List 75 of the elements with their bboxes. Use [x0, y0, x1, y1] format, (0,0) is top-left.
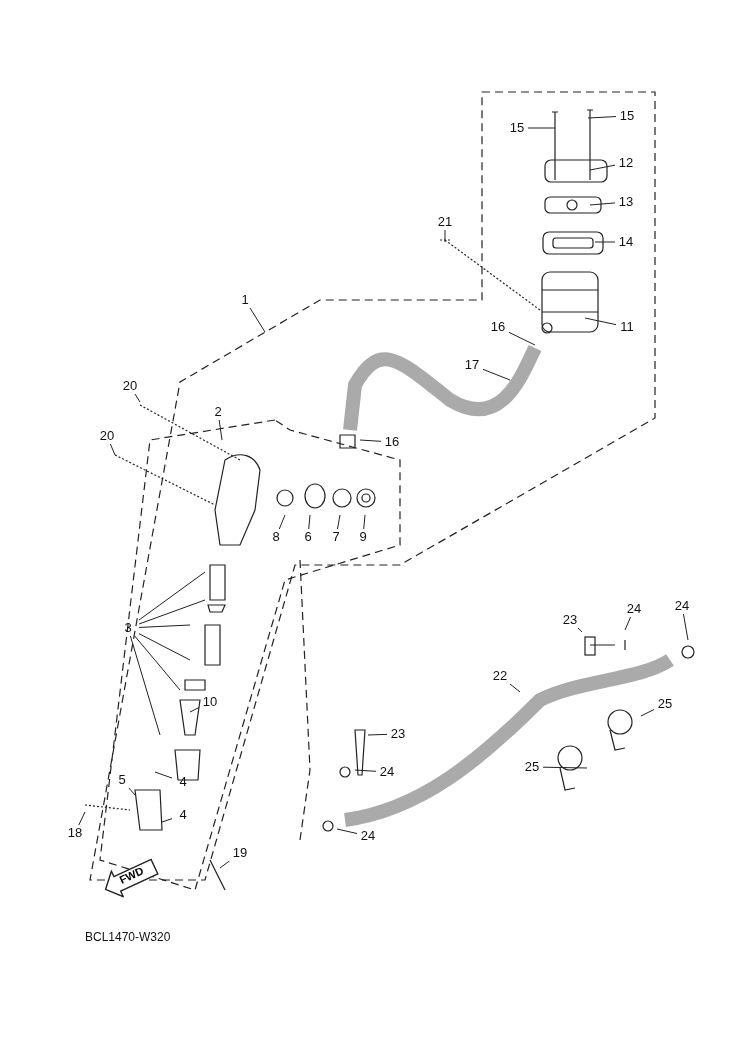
leader-line [509, 683, 521, 693]
leader-line [354, 769, 377, 772]
callout-number: 22 [489, 668, 511, 684]
leader-line [249, 307, 266, 333]
leader-line [336, 828, 358, 834]
leader-line [589, 164, 616, 171]
leader-line [577, 627, 583, 633]
callout-number: 8 [265, 529, 287, 545]
leader-line [138, 624, 191, 628]
leader-line [624, 616, 632, 631]
callout-number: 20 [96, 428, 118, 444]
leader-line [134, 635, 181, 691]
callout-number: 24 [357, 828, 379, 844]
direction-text: FWD [117, 864, 146, 886]
callout-number: 16 [487, 319, 509, 335]
callout-number: 15 [616, 108, 638, 124]
callout-number: 4 [172, 807, 194, 823]
leader-line [682, 613, 689, 641]
callout-number: 24 [671, 598, 693, 614]
leader-line [336, 514, 341, 530]
callout-number: 14 [615, 234, 637, 250]
leader-line [154, 771, 173, 779]
leader-line [542, 766, 588, 769]
leader-line [161, 818, 173, 823]
callout-number: 17 [461, 357, 483, 373]
callout-number: 24 [376, 764, 398, 780]
leader-line [584, 317, 617, 326]
leader-line [594, 241, 616, 243]
callout-number: 3 [117, 620, 139, 636]
callout-number: 16 [381, 434, 403, 450]
callout-number: 5 [111, 772, 133, 788]
leader-line [359, 439, 382, 442]
leader-line [109, 443, 116, 456]
leader-line [138, 571, 206, 621]
leader-line [363, 514, 366, 530]
leader-line [527, 127, 556, 129]
callout-number: 9 [352, 529, 374, 545]
callout-number: 23 [559, 612, 581, 628]
callout-number: 20 [119, 378, 141, 394]
callout-number: 1 [234, 292, 256, 308]
leader-line [482, 368, 511, 381]
leader-line [444, 229, 446, 243]
leader-line [587, 116, 617, 119]
callout-number: 10 [199, 694, 221, 710]
callout-number: 12 [615, 155, 637, 171]
leader-line [367, 733, 388, 736]
callout-number: 25 [521, 759, 543, 775]
drawing-code: BCL1470-W320 [85, 930, 171, 944]
callout-number: 19 [229, 845, 251, 861]
callout-number: 18 [64, 825, 86, 841]
callout-number: 23 [387, 726, 409, 742]
leader-line [128, 787, 136, 796]
callout-number: 11 [616, 319, 638, 335]
leader-line [218, 419, 223, 441]
leader-line [189, 707, 200, 713]
leader-line [78, 811, 86, 826]
leader-line [640, 709, 655, 717]
leader-line [134, 393, 141, 403]
callout-number: 6 [297, 529, 319, 545]
leader-line [278, 514, 286, 530]
callout-number: 21 [434, 214, 456, 230]
leader-line [129, 635, 161, 736]
leader-line [589, 202, 616, 206]
leader-line [308, 514, 311, 530]
leader-line [138, 599, 206, 625]
callout-number: 2 [207, 404, 229, 420]
callout-number: 4 [172, 774, 194, 790]
callout-number: 25 [654, 696, 676, 712]
callout-number: 13 [615, 194, 637, 210]
leader-line [219, 860, 230, 869]
leader-line [138, 633, 191, 661]
callout-number: 15 [506, 120, 528, 136]
callout-number: 24 [623, 601, 645, 617]
callout-number: 7 [325, 529, 347, 545]
leader-line [508, 331, 536, 346]
